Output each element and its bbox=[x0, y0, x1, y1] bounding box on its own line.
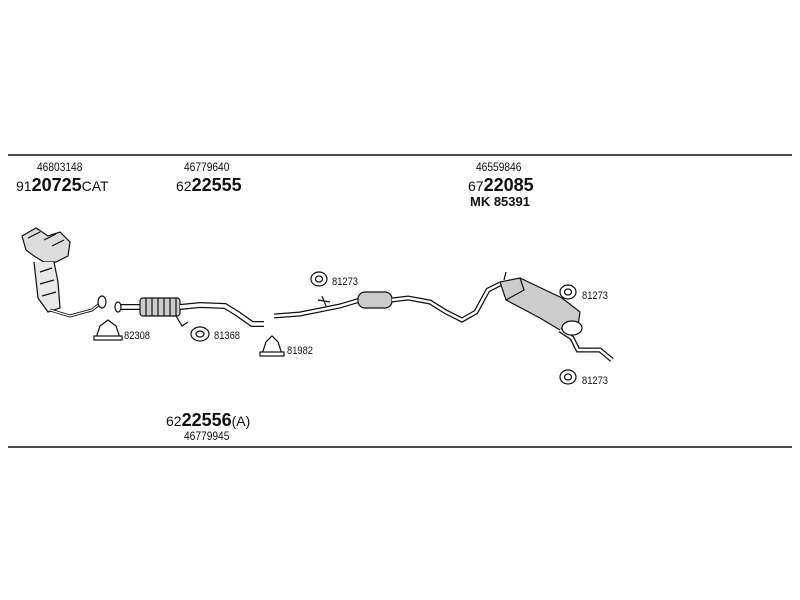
manifold-digits: 20725 bbox=[31, 175, 82, 195]
front-pipe-oe-number: 46779640 bbox=[184, 160, 230, 174]
manifold-part-number: 9120725CAT bbox=[16, 176, 109, 195]
mount-81273-b-label: 81273 bbox=[582, 290, 609, 302]
full-system-part-number: 6222556(A) bbox=[166, 411, 250, 430]
clamp-81982-label: 81982 bbox=[287, 345, 314, 357]
full-system-digits: 22556 bbox=[181, 410, 232, 430]
full-system-suffix: (A) bbox=[231, 413, 251, 429]
full-system-prefix: 62 bbox=[166, 413, 182, 429]
clamp-82308-illustration bbox=[93, 319, 123, 341]
front-pipe-part-number: 6222555 bbox=[176, 176, 242, 195]
ring-81368-label: 81368 bbox=[214, 330, 241, 342]
middle-pipe-illustration bbox=[273, 281, 502, 323]
rear-digits: 22085 bbox=[483, 175, 534, 195]
mount-81273-a-label: 81273 bbox=[332, 276, 359, 288]
front-pipe-illustration bbox=[114, 297, 264, 327]
manifold-catalyst-illustration bbox=[21, 227, 107, 318]
manifold-oe-number: 46803148 bbox=[37, 160, 83, 174]
clamp-81982-illustration bbox=[259, 335, 285, 357]
rear-oe-number: 46559846 bbox=[476, 160, 522, 174]
rear-silencer-illustration bbox=[499, 271, 614, 362]
front-pipe-digits: 22555 bbox=[191, 175, 242, 195]
rear-part-number: 6722085 bbox=[468, 176, 534, 195]
mount-81273-a-illustration bbox=[310, 271, 328, 287]
rear-mk-number: MK 85391 bbox=[470, 194, 530, 209]
front-pipe-prefix: 62 bbox=[176, 178, 192, 194]
mount-81273-c-label: 81273 bbox=[582, 375, 609, 387]
rear-prefix: 67 bbox=[468, 178, 484, 194]
clamp-82308-label: 82308 bbox=[124, 330, 151, 342]
manifold-suffix: CAT bbox=[81, 178, 109, 194]
mount-81273-c-illustration bbox=[559, 369, 577, 385]
ring-81368-illustration bbox=[190, 326, 210, 342]
full-system-oe-number: 46779945 bbox=[184, 429, 230, 443]
manifold-prefix: 91 bbox=[16, 178, 32, 194]
mount-81273-b-illustration bbox=[559, 284, 577, 300]
